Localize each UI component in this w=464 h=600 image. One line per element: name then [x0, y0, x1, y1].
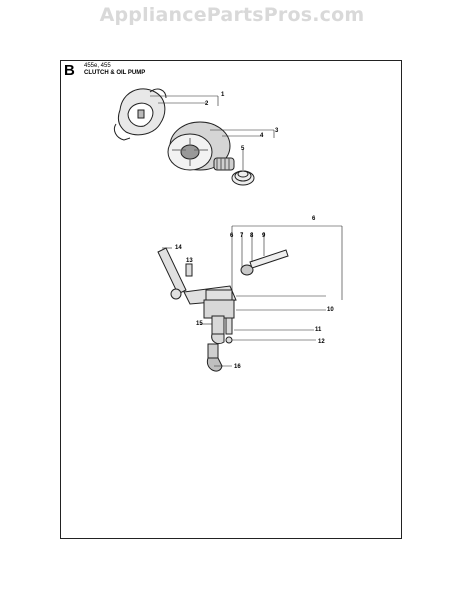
callout-7: 7	[240, 233, 244, 239]
callout-14: 14	[175, 245, 182, 251]
callout-6b: 6	[230, 233, 234, 239]
spring-washer-part	[231, 170, 255, 186]
callout-8: 8	[250, 233, 254, 239]
leader-lines-top	[150, 95, 275, 170]
oil-pump-arm-part	[157, 247, 237, 305]
callout-13: 13	[186, 258, 193, 264]
callout-10: 10	[327, 307, 334, 313]
callout-4: 4	[260, 133, 264, 139]
model-numbers: 455e, 455	[84, 63, 111, 69]
callout-12: 12	[318, 339, 325, 345]
callout-6: 6	[312, 216, 316, 222]
callout-15: 15	[196, 321, 203, 327]
callout-labels: 1 2 3 4 5 6 7 8 9 6 10 11 12 13 14 15 16	[175, 92, 334, 370]
callout-5: 5	[241, 146, 245, 152]
leader-lines-bottom	[162, 225, 343, 367]
section-letter: B	[64, 62, 75, 79]
callout-9: 9	[262, 233, 266, 239]
diagram-frame	[60, 60, 402, 539]
oil-pump-body-part	[203, 299, 235, 345]
needle-bearing-part	[213, 157, 235, 171]
watermark-text: AppliancePartsPros.com	[99, 4, 365, 26]
plunger-part	[240, 249, 289, 276]
callout-16: 16	[234, 364, 241, 370]
callout-1: 1	[221, 92, 225, 98]
adjust-screw-part	[185, 263, 233, 344]
callout-11: 11	[315, 327, 322, 333]
callout-2: 2	[205, 101, 209, 107]
section-title: CLUTCH & OIL PUMP	[84, 70, 146, 76]
oil-hose-part	[206, 343, 223, 372]
callout-3: 3	[275, 128, 279, 134]
clutch-shoe-part	[113, 88, 167, 141]
